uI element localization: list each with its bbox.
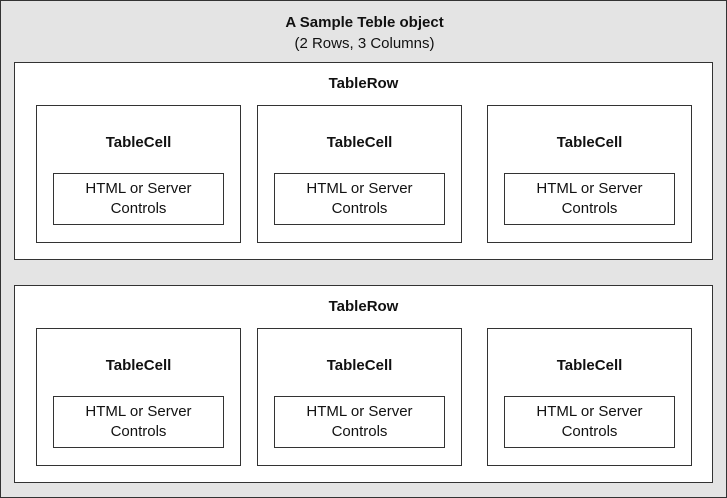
table-cell-label: TableCell [105,357,172,374]
controls-box: HTML or Server Controls [53,396,224,448]
controls-box: HTML or Server Controls [504,396,675,448]
table-cell: TableCell HTML or Server Controls [257,105,462,243]
controls-box: HTML or Server Controls [53,173,224,225]
table-cell: TableCell HTML or Server Controls [257,328,462,466]
table-row-label: TableRow [328,298,399,315]
controls-label: HTML or Server Controls [536,180,643,217]
table-cell-label: TableCell [556,357,623,374]
controls-label: HTML or Server Controls [85,403,192,440]
table-row-2: TableRow TableCell HTML or Server Contro… [14,285,713,483]
table-cell: TableCell HTML or Server Controls [36,105,241,243]
table-title: A Sample Teble object [285,14,444,31]
table-cell-label: TableCell [105,134,172,151]
table-row-1: TableRow TableCell HTML or Server Contro… [14,62,713,260]
table-cell-label: TableCell [326,357,393,374]
table-cell: TableCell HTML or Server Controls [487,105,692,243]
table-cell-label: TableCell [556,134,623,151]
controls-box: HTML or Server Controls [274,173,445,225]
table-cell: TableCell HTML or Server Controls [36,328,241,466]
controls-label: HTML or Server Controls [536,403,643,440]
table-subtitle: (2 Rows, 3 Columns) [294,35,435,52]
table-cell-label: TableCell [326,134,393,151]
controls-label: HTML or Server Controls [306,403,413,440]
controls-label: HTML or Server Controls [85,180,192,217]
table-row-label: TableRow [328,75,399,92]
controls-box: HTML or Server Controls [504,173,675,225]
controls-label: HTML or Server Controls [306,180,413,217]
table-cell: TableCell HTML or Server Controls [487,328,692,466]
controls-box: HTML or Server Controls [274,396,445,448]
